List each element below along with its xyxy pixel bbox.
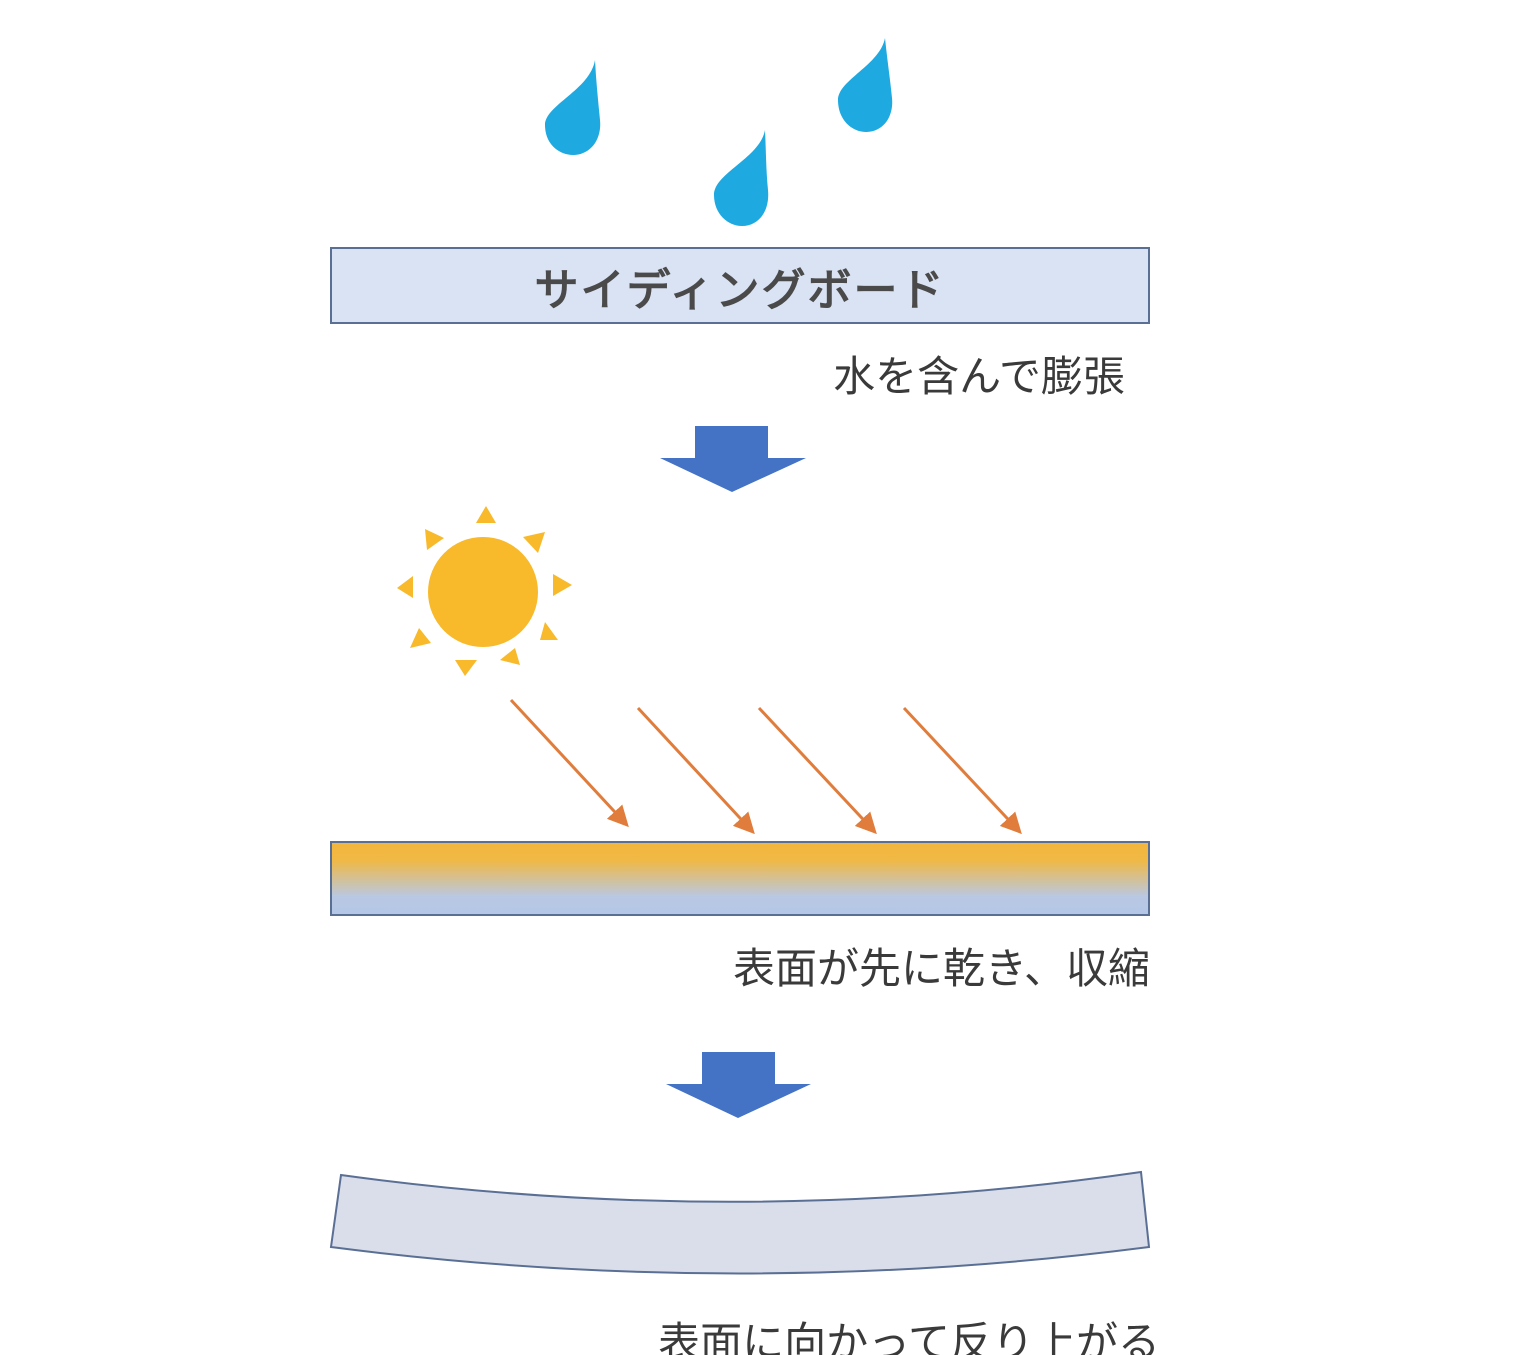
caption-warp: 表面に向かって反り上がる xyxy=(658,1318,1160,1355)
caption-shrink: 表面が先に乾き、収縮 xyxy=(732,944,1150,993)
warped-board xyxy=(329,1170,1151,1275)
down-arrow-icon xyxy=(666,1052,811,1118)
down-arrow-icon xyxy=(660,426,806,492)
sunray-arrow-icon xyxy=(636,706,755,835)
sunray-arrow-icon xyxy=(509,698,629,828)
sunray-arrow-icon xyxy=(902,706,1022,835)
raindrop-icon xyxy=(545,60,601,155)
raindrop-icon xyxy=(838,38,893,132)
caption-swell: 水を含んで膨張 xyxy=(833,352,1125,401)
sun-icon xyxy=(397,506,572,676)
raindrop-icon xyxy=(714,130,769,226)
siding-board xyxy=(330,247,1150,324)
sunray-arrow-icon xyxy=(757,706,877,835)
heated-board xyxy=(330,841,1150,916)
board-label: サイディングボード xyxy=(534,264,946,316)
